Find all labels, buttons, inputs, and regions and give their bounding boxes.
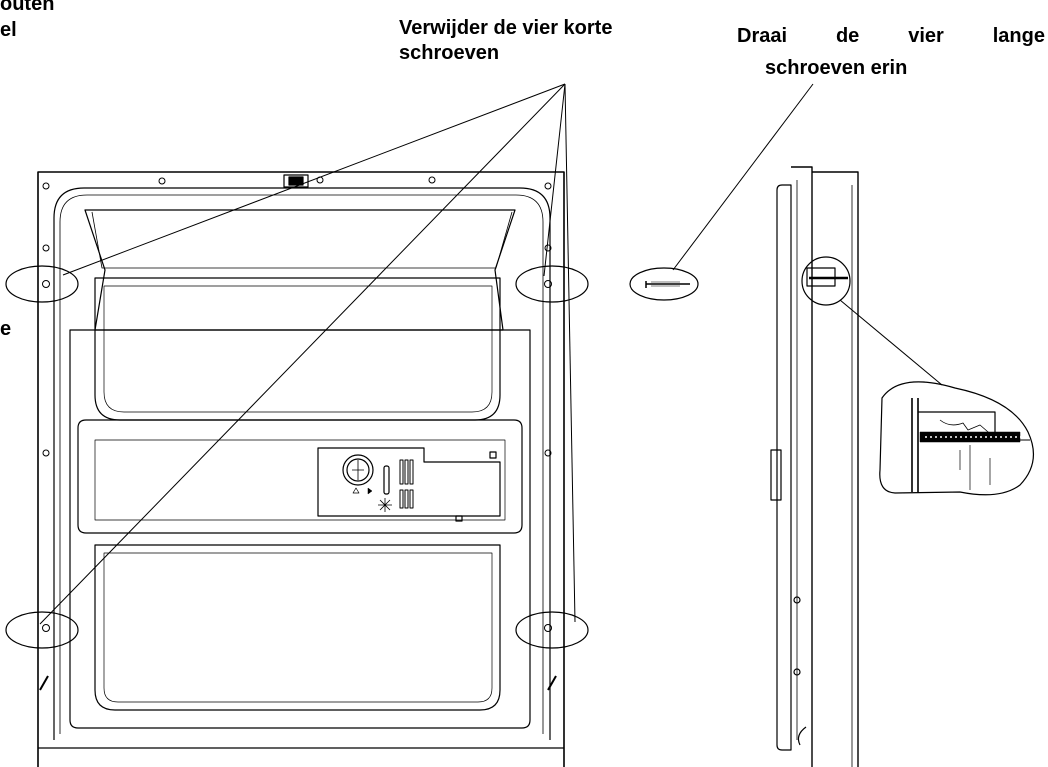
top-left-label-line2: el	[0, 19, 17, 41]
remove-leader-lines	[39, 83, 576, 625]
door-side-view	[770, 166, 943, 767]
insert-word-2: de	[835, 25, 860, 47]
screw-holes	[42, 176, 552, 632]
remove-short-screws-line1: Verwijder de vier korte	[399, 17, 613, 39]
top-left-label-line1: outen	[0, 0, 55, 15]
insert-word-3: vier	[908, 25, 944, 47]
remove-short-screws-line2: schroeven	[399, 42, 500, 64]
door-front-view	[5, 171, 589, 767]
short-screw-highlights	[5, 265, 589, 649]
insert-word-1: Draai	[737, 25, 788, 47]
insert-long-screws-line2: schroeven erin	[765, 57, 908, 79]
dispenser-dial-icon	[342, 454, 374, 486]
dispenser-panel	[317, 447, 501, 522]
long-screw-icon	[629, 83, 814, 301]
magnified-detail-icon	[879, 381, 1035, 496]
insert-word-4: lange	[992, 25, 1045, 47]
insert-long-screws-line1: Draai de vier lange	[737, 25, 1045, 48]
left-edge-label: e	[0, 318, 12, 340]
